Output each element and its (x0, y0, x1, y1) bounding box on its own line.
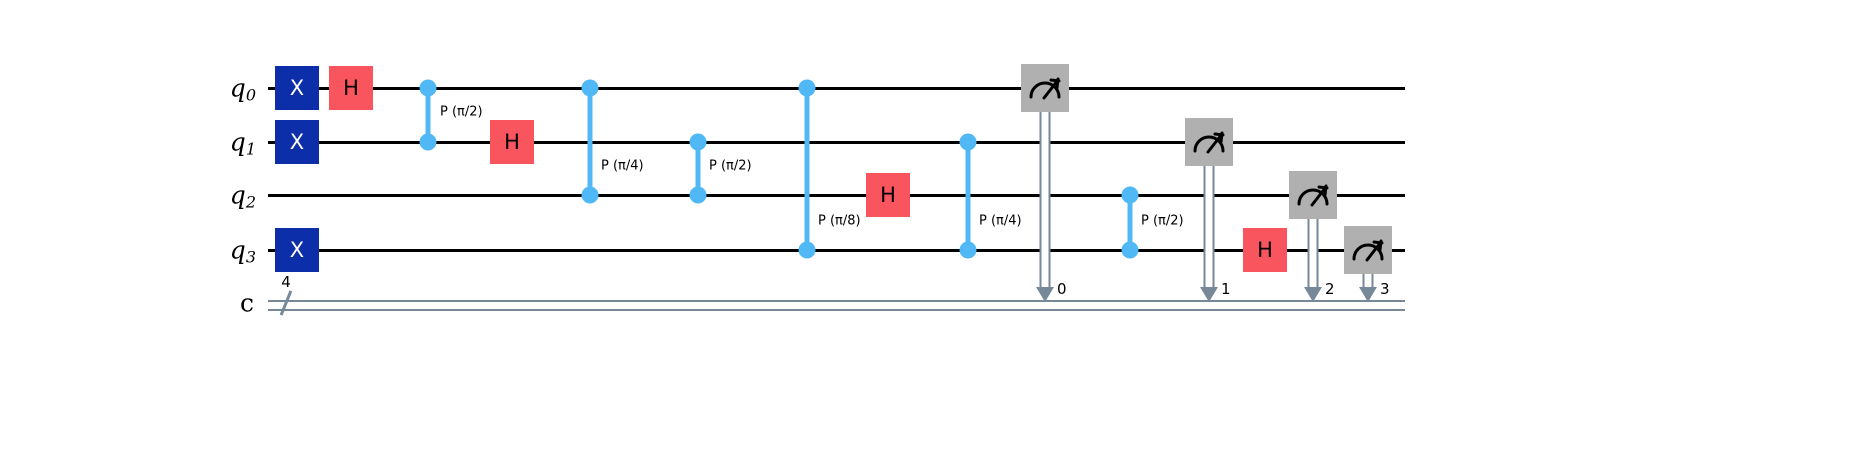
cp-label-cp-q0-q2-pi-over-4: P (π/4) (601, 158, 644, 174)
cp-label-cp-q0-q1-pi-over-2: P (π/2) (440, 104, 483, 120)
control-dot-q1-4[interactable] (959, 133, 977, 151)
control-dot-q1-0[interactable] (419, 133, 437, 151)
control-dot-q0-1[interactable] (581, 79, 599, 97)
control-dot-q2-5[interactable] (1121, 186, 1139, 204)
cp-label-cp-q2-q3-pi-over-2: P (π/2) (1141, 213, 1184, 229)
measure-meter-icon (1029, 77, 1061, 100)
classical-bit-label-2: 2 (1325, 280, 1335, 298)
measure-meter-icon (1297, 184, 1329, 207)
classical-register-size: 4 (281, 273, 291, 291)
cp-connector-cp-q0-q3-pi-over-8 (804, 88, 810, 250)
cp-connector-cp-q1-q3-pi-over-4 (965, 142, 971, 250)
control-dot-q0-0[interactable] (419, 79, 437, 97)
measure-readout-line-q3 (1362, 274, 1374, 287)
control-dot-q1-2[interactable] (689, 133, 707, 151)
measure-readout-arrow-q0 (1036, 286, 1054, 302)
cp-connector-cp-q0-q2-pi-over-4 (587, 88, 593, 195)
wire-label-q3: q3 (229, 235, 256, 267)
x-gate-q0[interactable]: X (275, 66, 319, 110)
measure-q2[interactable] (1289, 171, 1337, 219)
control-dot-q0-3[interactable] (798, 79, 816, 97)
measure-readout-arrow-q3 (1359, 286, 1377, 302)
wire-label-index: 2 (245, 192, 256, 212)
measure-q0[interactable] (1021, 64, 1069, 112)
cp-label-cp-q1-q2-pi-over-2: P (π/2) (709, 158, 752, 174)
classical-bit-label-3: 3 (1380, 280, 1390, 298)
h-gate-q2[interactable]: H (866, 173, 910, 217)
h-gate-q1[interactable]: H (490, 120, 534, 164)
control-dot-q3-4[interactable] (959, 241, 977, 259)
control-dot-q3-5[interactable] (1121, 241, 1139, 259)
wire-label-text: q (229, 127, 246, 157)
wire-q1 (268, 140, 1405, 144)
measure-readout-line-q0 (1039, 112, 1051, 287)
measure-meter-icon (1352, 239, 1384, 262)
cp-connector-cp-q1-q2-pi-over-2 (695, 142, 701, 195)
measure-readout-arrow-q1 (1200, 286, 1218, 302)
wire-label-text: q (229, 180, 246, 210)
classical-wire (268, 299, 1405, 311)
wire-label-text: q (229, 235, 246, 265)
measure-readout-line-q2 (1307, 219, 1319, 287)
cp-connector-cp-q0-q1-pi-over-2 (425, 88, 431, 142)
h-gate-q0[interactable]: H (329, 66, 373, 110)
classical-bit-label-1: 1 (1221, 280, 1231, 298)
cp-label-cp-q0-q3-pi-over-8: P (π/8) (818, 213, 861, 229)
h-gate-q3[interactable]: H (1243, 228, 1287, 272)
measure-readout-arrow-q2 (1304, 286, 1322, 302)
control-dot-q3-3[interactable] (798, 241, 816, 259)
cp-connector-cp-q2-q3-pi-over-2 (1127, 195, 1133, 250)
x-gate-q1[interactable]: X (275, 120, 319, 164)
wire-q2 (268, 193, 1405, 197)
wire-label-index: 3 (245, 247, 256, 267)
control-dot-q2-2[interactable] (689, 186, 707, 204)
wire-label-index: 1 (245, 139, 256, 159)
wire-label-q0: q0 (229, 73, 256, 105)
x-gate-q3[interactable]: X (275, 228, 319, 272)
classical-wire-label: c (239, 288, 254, 318)
wire-q0 (268, 86, 1405, 90)
control-dot-q2-1[interactable] (581, 186, 599, 204)
wire-label-q1: q1 (229, 127, 256, 159)
measure-q3[interactable] (1344, 226, 1392, 274)
measure-meter-icon (1193, 131, 1225, 154)
measure-readout-line-q1 (1203, 166, 1215, 287)
classical-bit-label-0: 0 (1057, 280, 1067, 298)
wire-label-q2: q2 (229, 180, 256, 212)
wire-label-index: 0 (245, 85, 256, 105)
measure-q1[interactable] (1185, 118, 1233, 166)
wire-q3 (268, 248, 1405, 252)
cp-label-cp-q1-q3-pi-over-4: P (π/4) (979, 213, 1022, 229)
wire-label-text: q (229, 73, 246, 103)
